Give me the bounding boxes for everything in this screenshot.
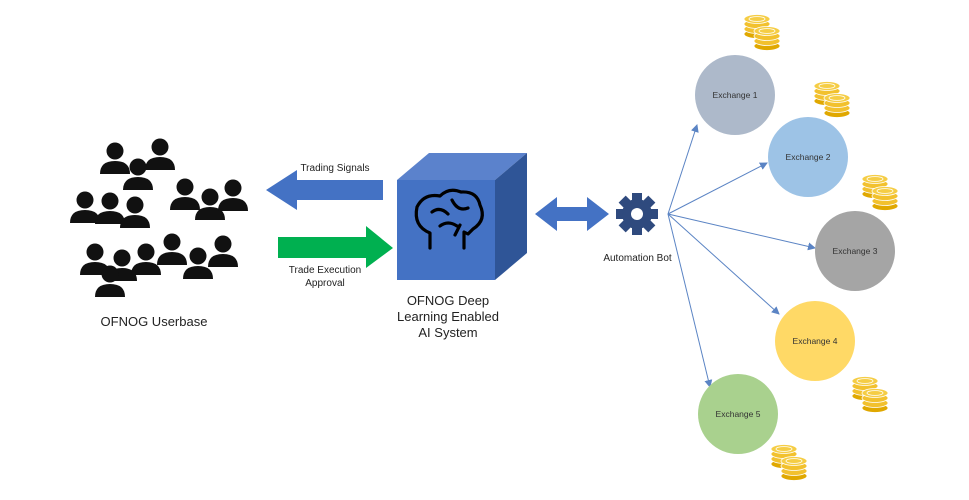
ai-system-line-2: Learning Enabled (397, 309, 499, 324)
coins-icon (862, 175, 898, 211)
ai-system-line-1: OFNOG Deep (406, 293, 490, 308)
bot-link-arrow (535, 197, 609, 231)
trade-approval-arrow (278, 226, 393, 268)
ai-system-cube (397, 153, 527, 280)
trade-approval-line-1: Trade Execution (288, 265, 362, 276)
exchange-1-node (695, 55, 775, 135)
exchange-4-node (775, 301, 855, 381)
brain-icon (414, 188, 484, 250)
exchange-5-node (698, 374, 778, 454)
trade-approval-line-2: Approval (305, 278, 345, 289)
exchange-3-node (815, 211, 895, 291)
exchange-connectors (667, 124, 816, 388)
exchange-5-label: Exchange 5 (716, 409, 761, 419)
trading-signals-label: Trading Signals (300, 163, 370, 174)
exchange-1-label: Exchange 1 (713, 90, 758, 100)
userbase-label: OFNOG Userbase (100, 314, 208, 329)
ai-system-label: OFNOG Deep Learning Enabled AI System (383, 293, 513, 341)
exchange-2-node (768, 117, 848, 197)
automation-bot-label: Automation Bot (603, 253, 672, 264)
trade-approval-label: Trade Execution Approval (270, 264, 380, 290)
coins-icon (814, 82, 850, 118)
exchange-2-label: Exchange 2 (786, 152, 831, 162)
coins-icon (852, 377, 888, 413)
coins-icon (771, 445, 807, 481)
ai-system-line-3: AI System (418, 325, 478, 340)
exchange-4-label: Exchange 4 (793, 336, 838, 346)
userbase-crowd-icon (70, 138, 248, 297)
coins-icon (744, 15, 780, 51)
trading-signals-arrow (266, 170, 383, 210)
gear-icon (616, 193, 658, 235)
exchange-3-label: Exchange 3 (833, 246, 878, 256)
